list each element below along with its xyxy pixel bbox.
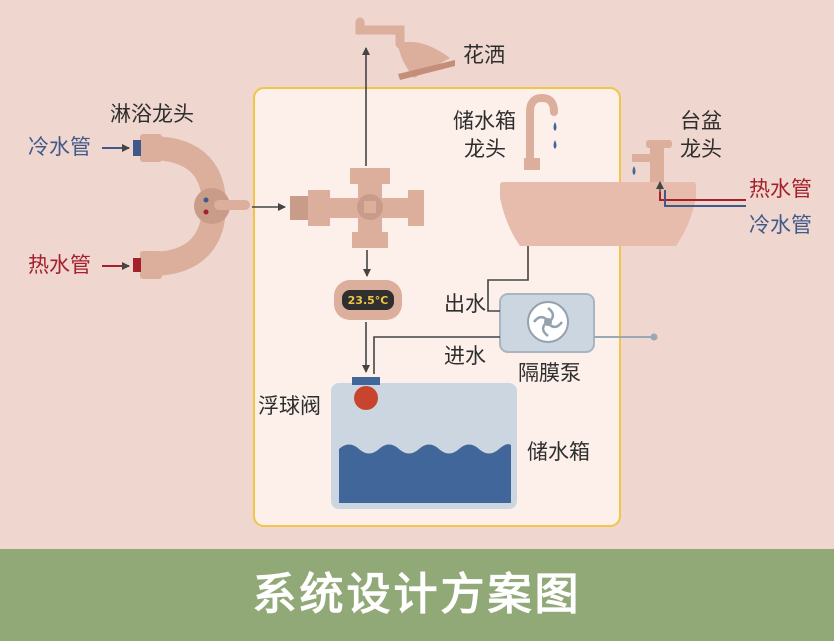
basin-faucet-label-line2: 龙头: [680, 137, 722, 161]
float-valve-label: 浮球阀: [258, 394, 321, 418]
hot-water-line-right: [659, 192, 746, 201]
inlet-label: 进水: [444, 344, 486, 368]
tank-faucet-label-line2: 龙头: [464, 137, 506, 161]
pump-inlet-line: [373, 336, 500, 374]
basin-icon: [500, 182, 696, 246]
pump-outlet-line: [487, 197, 532, 312]
hot-pipe-left-label: 热水管: [28, 253, 91, 277]
thermometer-icon: 23.5°C: [334, 280, 402, 320]
shower-faucet-icon: [133, 134, 250, 279]
footer-title: 系统设计方案图: [252, 569, 582, 620]
cold-pipe-right-label: 冷水管: [749, 213, 812, 237]
system-diagram: 23.5°C: [102, 17, 746, 527]
basin-faucet-label-line1: 台盆: [680, 109, 722, 133]
shower-head-label: 花洒: [463, 43, 505, 67]
tank-faucet-icon: [524, 93, 558, 170]
storage-tank-label: 储水箱: [527, 440, 590, 464]
basin-faucet-icon: [632, 140, 672, 182]
footer-banner: 系统设计方案图: [0, 549, 834, 641]
shower-head-icon: [355, 17, 455, 80]
shower-faucet-label: 淋浴龙头: [110, 102, 194, 126]
thermometer-reading: 23.5°C: [348, 294, 389, 307]
storage-tank-icon: [331, 377, 517, 509]
cold-water-line-right: [664, 190, 746, 207]
outlet-label: 出水: [444, 292, 486, 316]
diaphragm-pump-label: 隔膜泵: [518, 361, 581, 385]
hot-pipe-right-label: 热水管: [749, 177, 812, 201]
pump-plug-icon: [650, 333, 658, 341]
tank-faucet-label-line1: 储水箱: [453, 109, 516, 133]
diaphragm-pump-icon: [499, 293, 595, 353]
float-ball-icon: [354, 386, 378, 410]
diverter-valve-icon: [290, 168, 424, 248]
cold-pipe-left-label: 冷水管: [28, 135, 91, 159]
